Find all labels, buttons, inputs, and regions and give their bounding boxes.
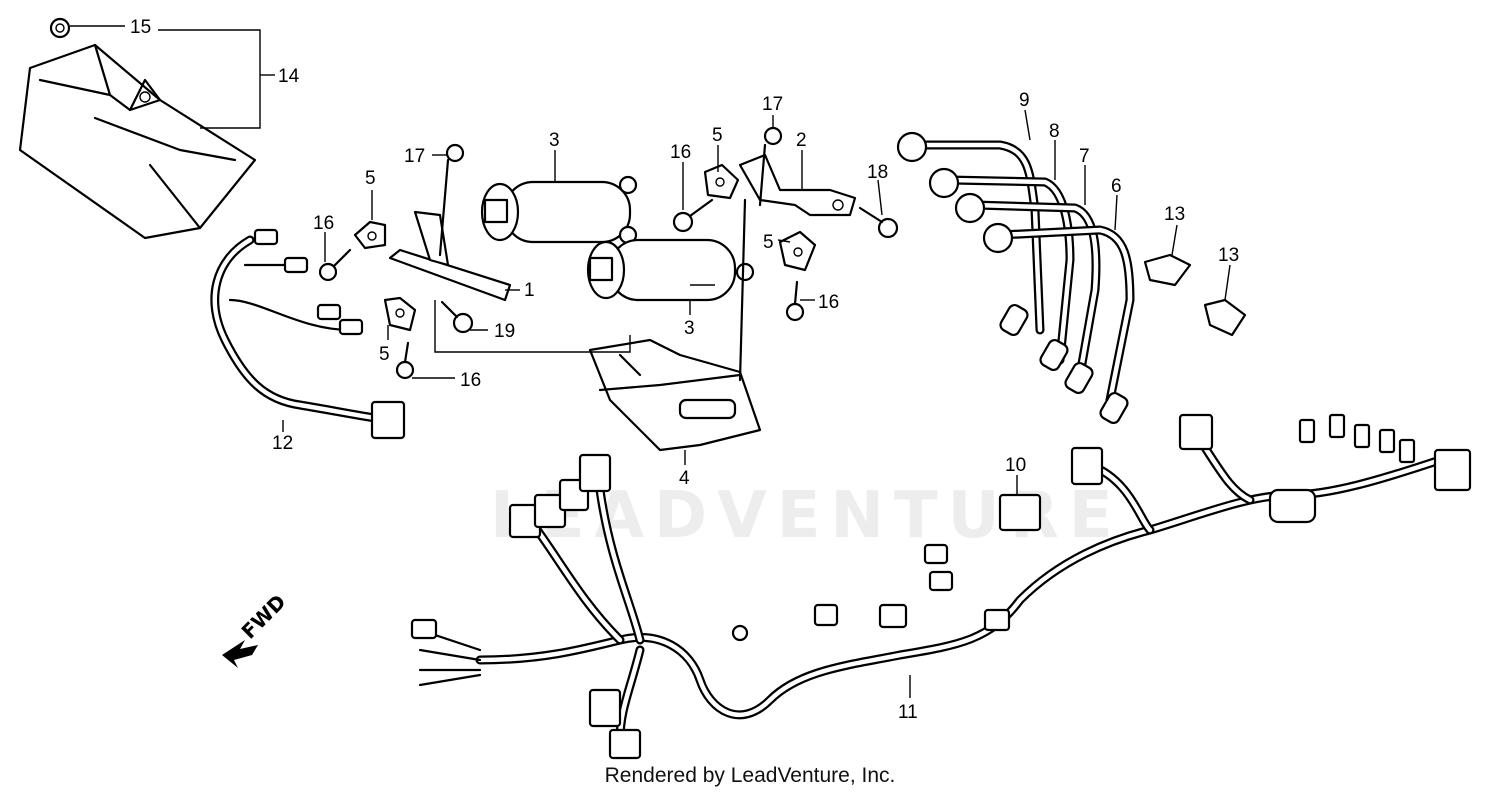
bolt-part-18 <box>858 206 899 239</box>
callout-13-a: 13 <box>1164 204 1185 225</box>
cover-part-14 <box>18 43 257 240</box>
callout-2: 2 <box>796 130 807 151</box>
bolt-part-19 <box>440 300 474 334</box>
callout-10: 10 <box>1005 455 1026 476</box>
bolt-part-16-c <box>672 198 714 233</box>
callout-16-a: 16 <box>313 213 334 234</box>
callout-5-a: 5 <box>365 168 376 189</box>
callout-16-c: 16 <box>670 142 691 163</box>
clamp-part-5-a <box>353 220 387 250</box>
callout-7: 7 <box>1079 146 1090 167</box>
caption: Rendered by LeadVenture, Inc. <box>604 764 896 787</box>
callout-5-b: 5 <box>379 344 390 365</box>
callout-6: 6 <box>1111 176 1122 197</box>
callout-numbers: 15 14 17 3 5 16 1 19 5 16 3 4 12 16 5 17… <box>130 17 1239 723</box>
callout-12: 12 <box>272 433 293 454</box>
callout-4: 4 <box>679 468 690 489</box>
callout-5-c: 5 <box>712 125 723 146</box>
callout-16-d: 16 <box>818 292 839 313</box>
bracket-part-1 <box>388 158 512 302</box>
callout-13-b: 13 <box>1218 245 1239 266</box>
sub-harness-part-12 <box>210 228 406 440</box>
bolt-part-16-d <box>785 280 805 322</box>
bolt-part-16-a <box>318 248 352 282</box>
ignition-coil-upper <box>480 175 638 245</box>
leader-lines <box>70 25 1231 698</box>
plug-cords-part-6-9 <box>896 131 1135 425</box>
main-harness-part-11 <box>410 413 1472 760</box>
bracket-part-2 <box>738 143 857 382</box>
plate-part-4 <box>588 338 762 452</box>
nut-part-15 <box>49 17 71 39</box>
callout-11: 11 <box>898 702 918 723</box>
callout-9: 9 <box>1019 90 1030 111</box>
callout-17-a: 17 <box>404 146 425 167</box>
callout-1: 1 <box>524 280 535 301</box>
ignition-coil-lower <box>586 238 755 302</box>
clamp-part-5-d <box>778 230 817 272</box>
clip-part-13-b <box>1203 298 1247 337</box>
callout-3-b: 3 <box>684 318 695 339</box>
callout-5-d: 5 <box>763 232 774 253</box>
callout-3-a: 3 <box>549 130 560 151</box>
relay-part-10 <box>998 493 1042 532</box>
bracket-1-leader <box>434 300 631 353</box>
callout-16-b: 16 <box>460 370 481 391</box>
bolt-part-17-a <box>445 143 465 163</box>
forward-arrow: FWD <box>222 590 291 668</box>
clamp-part-5-b <box>383 296 417 332</box>
clip-part-13-a <box>1143 253 1192 287</box>
callout-8: 8 <box>1049 121 1060 142</box>
callout-17-b: 17 <box>762 94 783 115</box>
callout-14: 14 <box>278 66 300 87</box>
clamp-part-5-c <box>703 163 740 200</box>
callout-15: 15 <box>130 17 151 38</box>
bolt-part-17-b <box>763 126 783 146</box>
bolt-part-16-b <box>395 341 415 380</box>
callout-19: 19 <box>494 321 515 342</box>
callout-18: 18 <box>867 162 888 183</box>
fwd-label: FWD <box>237 590 291 644</box>
